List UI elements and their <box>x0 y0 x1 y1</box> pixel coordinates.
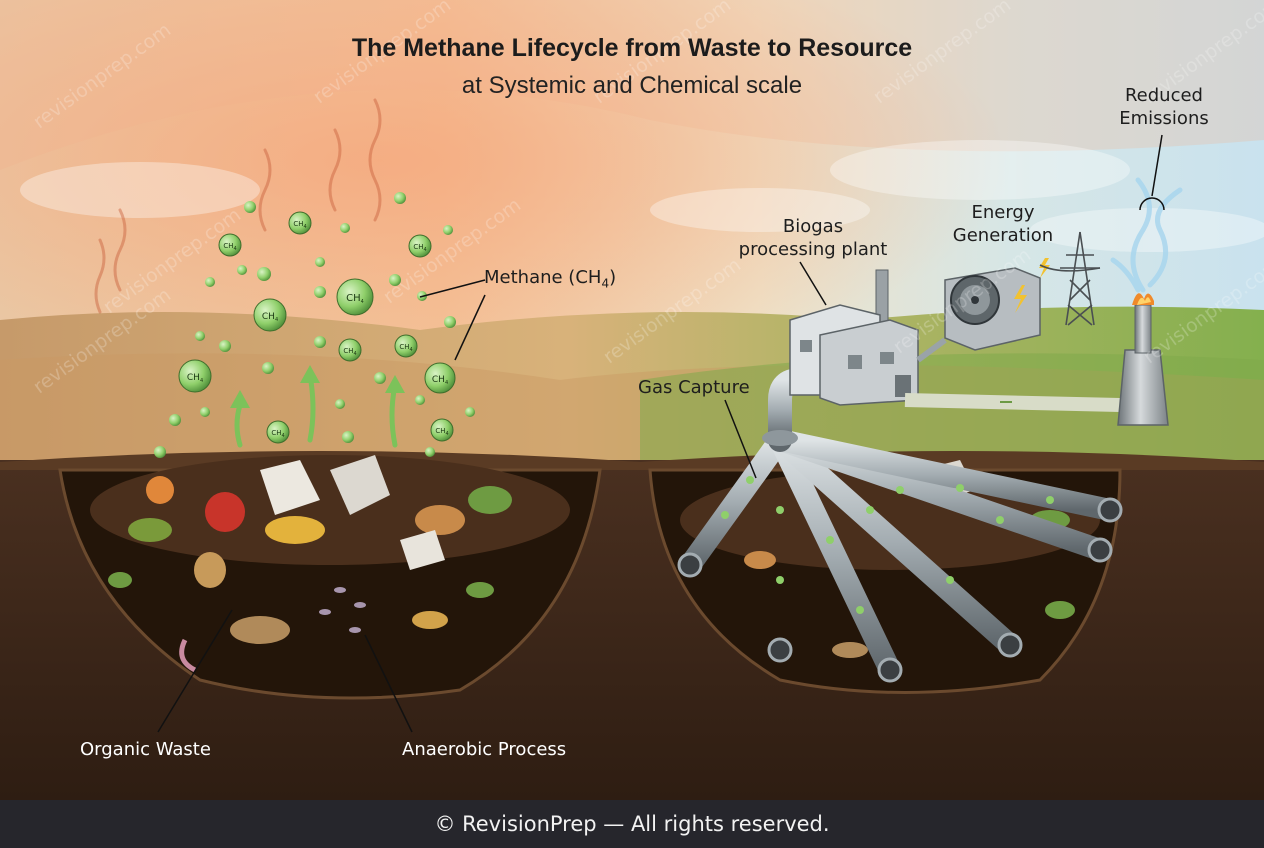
svg-text:CH4: CH4 <box>343 347 356 357</box>
bubble-subscript: 4 <box>423 247 426 253</box>
svg-text:CH4: CH4 <box>432 375 448 386</box>
svg-text:CH4: CH4 <box>346 293 364 305</box>
bubble-subscript: 4 <box>361 299 364 305</box>
label-energy-generation: Energy Generation <box>948 201 1058 247</box>
label-biogas-line2: processing plant <box>738 239 888 260</box>
biogas-plant-building <box>789 269 919 406</box>
label-reduced-emissions: Reduced Emissions <box>1104 84 1224 130</box>
methane-rise-arrowheads <box>230 365 405 408</box>
methane-bubble: CH4 <box>288 211 312 235</box>
label-energy-line1: Energy <box>971 202 1035 223</box>
bubble-subscript: 4 <box>445 380 448 386</box>
plant-connections <box>904 337 1121 412</box>
flare-stack <box>1110 177 1183 426</box>
bubble-subscript: 4 <box>303 224 306 230</box>
methane-bubble: CH4 <box>218 233 242 257</box>
methane-bubbles: CH4 CH4 CH4 CH4 CH4 CH4 <box>178 211 456 444</box>
svg-text:CH4: CH4 <box>223 242 236 252</box>
svg-text:CH4: CH4 <box>262 312 278 323</box>
svg-text:CH4: CH4 <box>293 220 306 230</box>
methane-bubble: CH4 <box>424 362 456 394</box>
methane-bubble: CH4 <box>253 298 287 332</box>
label-biogas-plant: Biogas processing plant <box>730 215 896 261</box>
bubble-subscript: 4 <box>233 246 236 252</box>
methane-dots <box>154 192 475 458</box>
bubble-subscript: 4 <box>409 347 412 353</box>
copyright-text: © RevisionPrep — All rights reserved. <box>434 812 830 836</box>
svg-text:CH4: CH4 <box>399 343 412 353</box>
bubble-subscript: 4 <box>353 351 356 357</box>
methane-bubble: CH4 <box>394 334 418 358</box>
label-biogas-line1: Biogas <box>782 216 844 237</box>
methane-bubble: CH4 <box>266 420 290 444</box>
svg-text:CH4: CH4 <box>187 373 203 384</box>
bubble-subscript: 4 <box>445 431 448 437</box>
label-methane: Methane (CH4) <box>484 267 617 291</box>
label-anaerobic-process: Anaerobic Process <box>402 739 567 760</box>
power-pylon <box>1039 231 1101 326</box>
methane-bubble: CH4 <box>408 234 432 258</box>
methane-bubble: CH4 <box>336 278 374 316</box>
heat-wisps <box>94 98 382 314</box>
bubble-subscript: 4 <box>200 378 203 384</box>
label-organic-waste: Organic Waste <box>80 739 211 760</box>
label-energy-line2: Generation <box>952 225 1054 246</box>
bubble-subscript: 4 <box>281 433 284 439</box>
methane-bubble: CH4 <box>338 338 362 362</box>
svg-text:CH4: CH4 <box>435 427 448 437</box>
label-reduced-line2: Emissions <box>1119 108 1209 129</box>
svg-text:CH4: CH4 <box>413 243 426 253</box>
organic-waste-pile <box>90 455 570 673</box>
energy-generator <box>944 258 1050 351</box>
bubble-subscript: 4 <box>275 317 278 323</box>
methane-bubble: CH4 <box>430 418 454 442</box>
methane-bubble: CH4 <box>178 359 212 393</box>
diagram-title: The Methane Lifecycle from Waste to Reso… <box>351 34 913 62</box>
gas-capture-pipes <box>677 368 1123 683</box>
diagram-subtitle: at Systemic and Chemical scale <box>461 72 803 99</box>
diagram-illustration: CH4 CH4 CH4 CH4 CH4 CH4 <box>0 0 1264 800</box>
label-reduced-line1: Reduced <box>1124 85 1203 106</box>
leader-lines <box>157 134 1165 733</box>
label-gas-capture: Gas Capture <box>638 377 750 398</box>
footer-bar <box>0 800 1264 848</box>
clouds <box>20 140 1264 252</box>
svg-text:CH4: CH4 <box>271 429 284 439</box>
